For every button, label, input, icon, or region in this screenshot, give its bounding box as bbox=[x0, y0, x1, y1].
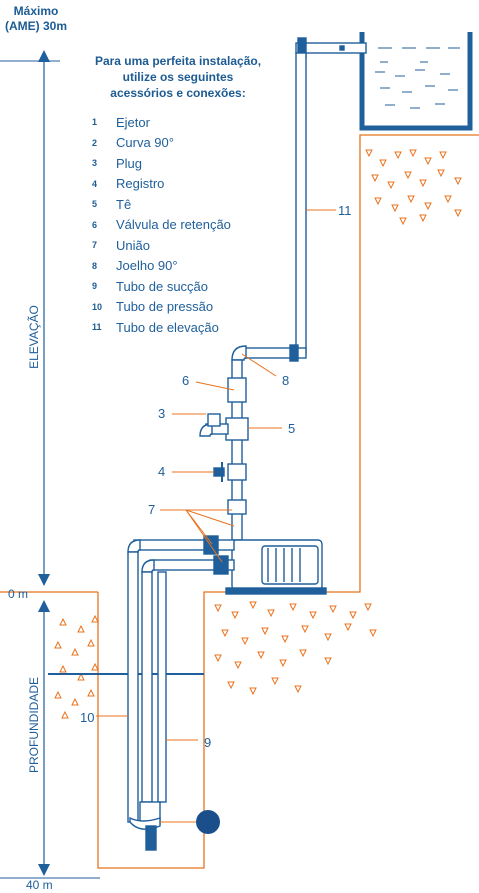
list-item-number: 5 bbox=[92, 199, 98, 210]
callout-5: 5 bbox=[288, 421, 296, 436]
list-item: 8 Joelho 90° bbox=[92, 256, 231, 277]
list-item-label: Ejetor bbox=[116, 114, 150, 130]
water-surface bbox=[375, 47, 460, 109]
list-item-number: 3 bbox=[92, 158, 98, 169]
list-item: 11 Tubo de elevação bbox=[92, 317, 231, 338]
elevation-dimension bbox=[0, 50, 60, 586]
depth-label: PROFUNDIDADE bbox=[27, 677, 41, 774]
list-item-number: 1 bbox=[92, 117, 98, 128]
callout-9: 9 bbox=[204, 735, 212, 750]
list-item: 5 Tê bbox=[92, 194, 231, 215]
list-item-label: Tubo de sucção bbox=[116, 278, 209, 294]
callout-8: 8 bbox=[282, 373, 290, 388]
list-item: 3 Plug bbox=[92, 153, 231, 174]
list-item: 10 Tubo de pressão bbox=[92, 297, 231, 318]
list-item-label: Tê bbox=[116, 196, 132, 212]
list-item: 9 Tubo de sucção bbox=[92, 276, 231, 297]
list-item-label: Registro bbox=[116, 176, 165, 192]
level-bottom-label: 40 m bbox=[26, 878, 53, 892]
callout-6: 6 bbox=[182, 373, 190, 388]
callout-3: 3 bbox=[158, 406, 166, 421]
list-item-number: 4 bbox=[92, 178, 98, 189]
callout-7: 7 bbox=[148, 502, 156, 517]
intro-line-3: acessórios e conexões: bbox=[110, 86, 246, 100]
callout-leaders bbox=[96, 209, 336, 823]
max-height-label: Máximo (AME) 30m bbox=[0, 4, 72, 34]
callout-11: 11 bbox=[338, 203, 352, 218]
level-zero-label: 0 m bbox=[8, 587, 29, 601]
ground-outline bbox=[0, 134, 479, 869]
list-item-label: Joelho 90° bbox=[116, 258, 178, 274]
list-item-label: União bbox=[116, 237, 150, 253]
list-item-label: Tubo de elevação bbox=[116, 319, 219, 335]
list-item-label: Curva 90° bbox=[116, 135, 174, 151]
list-item: 4 Registro bbox=[92, 174, 231, 195]
intro-line-2: utilize os seguintes bbox=[122, 70, 234, 84]
list-item: 7 União bbox=[92, 235, 231, 256]
elevation-label: ELEVAÇÃO bbox=[27, 305, 41, 369]
callout-4: 4 bbox=[158, 464, 166, 479]
list-item-number: 6 bbox=[92, 219, 98, 230]
intro-line-1: Para uma perfeita instalação, bbox=[94, 54, 262, 68]
list-item: 2 Curva 90° bbox=[92, 133, 231, 154]
accessories-list: 1 Ejetor 2 Curva 90° 3 Plug 4 Registro 5 Tê 6… bbox=[92, 112, 231, 338]
list-item-number: 7 bbox=[92, 240, 98, 251]
list-item: 6 Válvula de retenção bbox=[92, 215, 231, 236]
depth-dimension bbox=[0, 600, 100, 879]
max-height-line-1: Máximo bbox=[13, 4, 59, 18]
list-item-label: Válvula de retenção bbox=[116, 217, 231, 233]
max-height-line-2: (AME) 30m bbox=[4, 19, 67, 33]
list-item-number: 10 bbox=[92, 301, 103, 312]
callout-10: 10 bbox=[80, 710, 95, 725]
list-item: 1 Ejetor bbox=[92, 112, 231, 133]
list-item-label: Tubo de pressão bbox=[116, 299, 214, 315]
list-item-number: 9 bbox=[92, 281, 98, 292]
water-tank bbox=[359, 32, 473, 131]
intro-text: Para uma perfeita instalação, utilize os… bbox=[88, 53, 268, 101]
list-item-number: 11 bbox=[92, 322, 102, 333]
list-item-number: 2 bbox=[92, 137, 98, 148]
list-item-label: Plug bbox=[116, 155, 143, 171]
ejector-marker bbox=[196, 810, 220, 834]
list-item-number: 8 bbox=[92, 260, 98, 271]
soil-texture bbox=[54, 149, 462, 719]
pipes bbox=[127, 37, 367, 851]
